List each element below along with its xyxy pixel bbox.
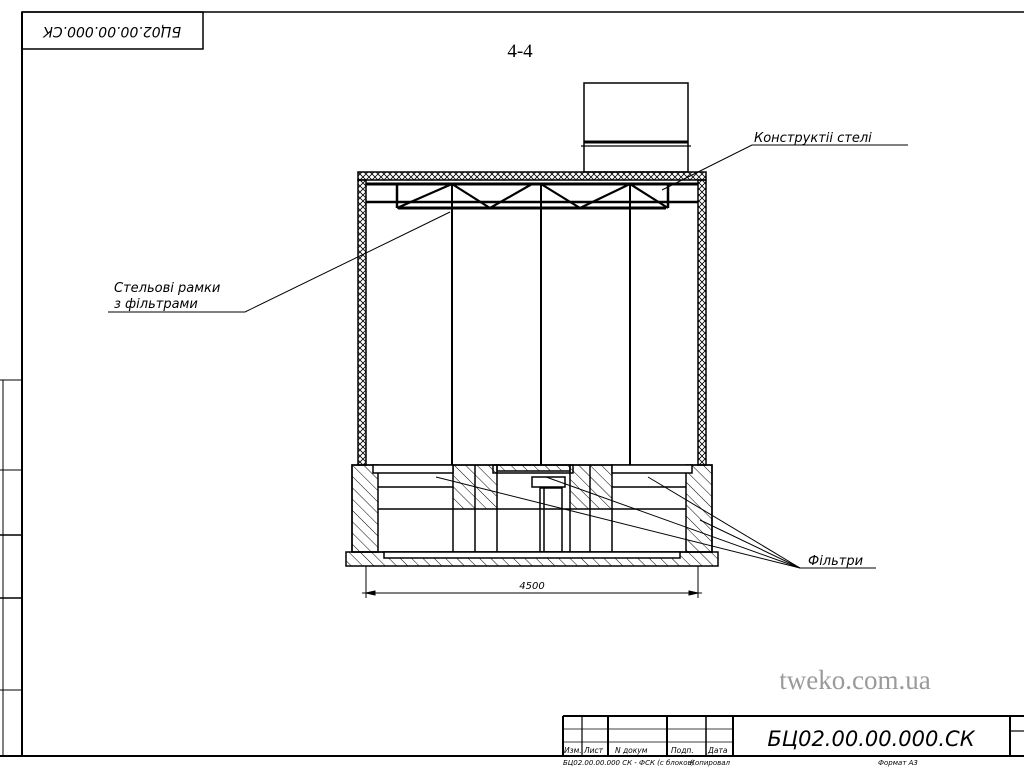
width-dimension-label: 4500 xyxy=(519,581,544,592)
booth-walls xyxy=(357,171,707,466)
exhaust-box xyxy=(581,82,691,173)
footer-copied: Копировал xyxy=(690,759,731,767)
left-margin-strip xyxy=(0,379,22,756)
booth-base xyxy=(345,464,719,567)
callout-leaders xyxy=(108,144,908,569)
callout-ceiling-frames-line1: Стельові рамки xyxy=(114,281,220,296)
callout-ceiling-frames-line2: з фільтрами xyxy=(114,297,198,312)
title-block xyxy=(562,715,1024,756)
col-doc-number: N докум xyxy=(615,746,648,755)
col-signature: Подп. xyxy=(671,746,694,755)
rotated-stamp-text: БЦ02.00.00.000.СК xyxy=(42,23,181,39)
callout-ceiling-structures: Конструктіі стелі xyxy=(754,131,872,146)
rotated-stamp: БЦ02.00.00.000.СК xyxy=(21,11,204,50)
width-dimension xyxy=(362,566,702,598)
ceiling-truss xyxy=(366,182,698,210)
section-title: 4-4 xyxy=(507,41,533,62)
footer-format: Формат А3 xyxy=(878,759,918,767)
col-date: Дата xyxy=(707,746,728,755)
filter-frame-posts xyxy=(451,208,631,465)
col-izm: Изм. xyxy=(564,746,582,755)
col-list: Лист xyxy=(583,746,604,755)
drawing-designation: БЦ02.00.00.000.СК xyxy=(767,727,975,751)
callout-filters: Фільтри xyxy=(808,554,863,569)
footer-file: БЦ02.00.00.000 СК - ФСК (с блоков) xyxy=(563,759,695,767)
watermark: tweko.com.ua xyxy=(779,665,930,695)
sheet-frame xyxy=(0,11,1024,757)
title-block-column-labels: Изм. Лист N докум Подп. Дата xyxy=(564,746,728,755)
